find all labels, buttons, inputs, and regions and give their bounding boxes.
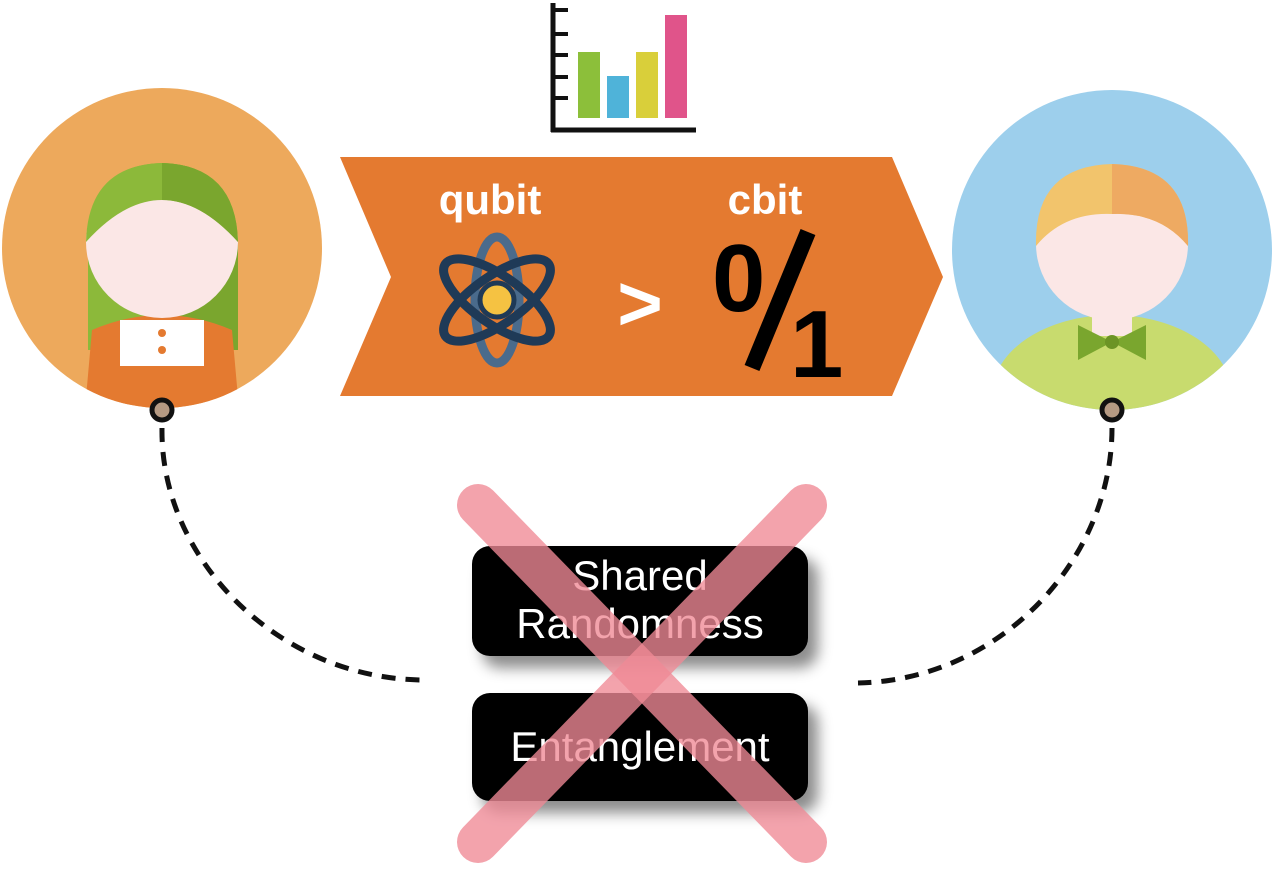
girl-avatar-icon bbox=[2, 88, 322, 408]
receiver-dashed-link bbox=[857, 427, 1115, 686]
atom-icon bbox=[439, 232, 555, 368]
qubit-label: qubit bbox=[438, 176, 542, 223]
boy-avatar-icon bbox=[952, 90, 1272, 410]
bar-blue bbox=[607, 76, 629, 118]
sender-dashed-link bbox=[159, 427, 426, 683]
shared-randomness-box: Shared Randomness bbox=[472, 546, 808, 656]
shared-randomness-line1: Shared bbox=[572, 552, 708, 599]
bar-pink bbox=[665, 15, 687, 118]
bar-green bbox=[578, 52, 600, 118]
shared-randomness-line2: Randomness bbox=[516, 600, 764, 647]
receiver-connector bbox=[1099, 397, 1125, 423]
bar-chart-icon bbox=[550, 3, 696, 133]
bar-yellow bbox=[636, 52, 658, 118]
cbit-zero: 0 bbox=[712, 225, 766, 332]
cbit-one: 1 bbox=[790, 291, 844, 398]
entanglement-box: Entanglement bbox=[472, 693, 808, 801]
greater-than-symbol: > bbox=[617, 259, 663, 347]
sender-connector bbox=[149, 397, 175, 423]
cbit-label: cbit bbox=[727, 176, 803, 223]
